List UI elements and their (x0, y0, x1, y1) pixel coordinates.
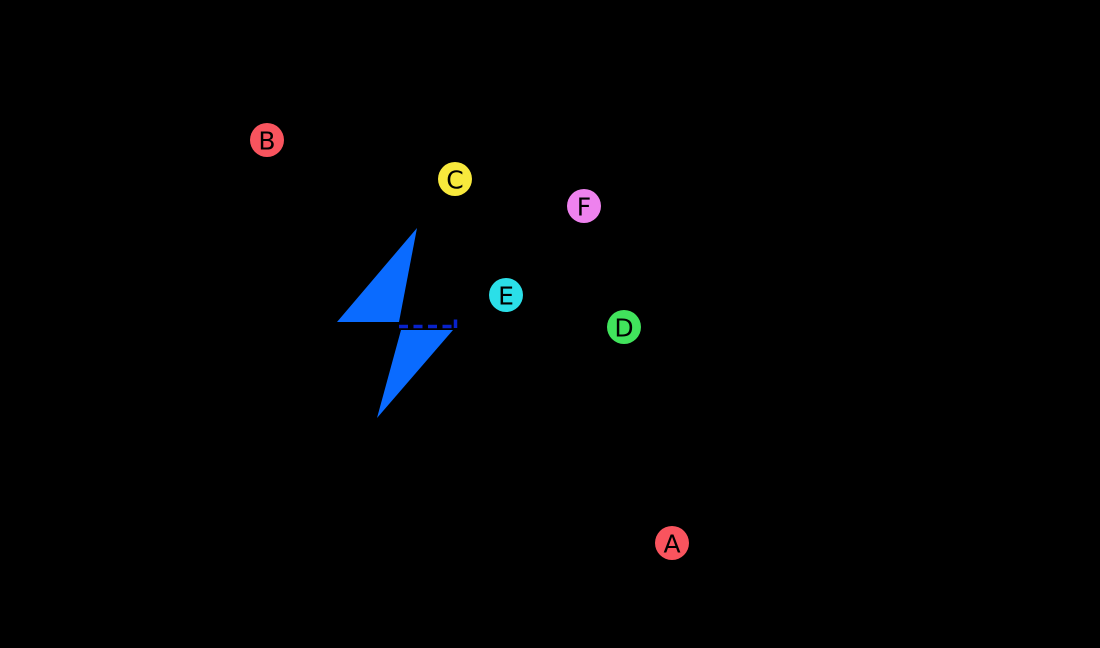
point-E[interactable]: E (489, 278, 523, 312)
shape-lower-triangle (377, 330, 453, 418)
point-D[interactable]: D (607, 310, 641, 344)
point-B[interactable]: B (250, 123, 284, 157)
point-marker-F[interactable] (567, 189, 601, 223)
point-F[interactable]: F (567, 189, 601, 223)
shape-upper-triangle (337, 228, 417, 322)
point-C[interactable]: C (438, 162, 472, 196)
point-marker-B[interactable] (250, 123, 284, 157)
point-A[interactable]: A (655, 526, 689, 560)
point-marker-A[interactable] (655, 526, 689, 560)
point-marker-C[interactable] (438, 162, 472, 196)
point-marker-E[interactable] (489, 278, 523, 312)
point-marker-D[interactable] (607, 310, 641, 344)
